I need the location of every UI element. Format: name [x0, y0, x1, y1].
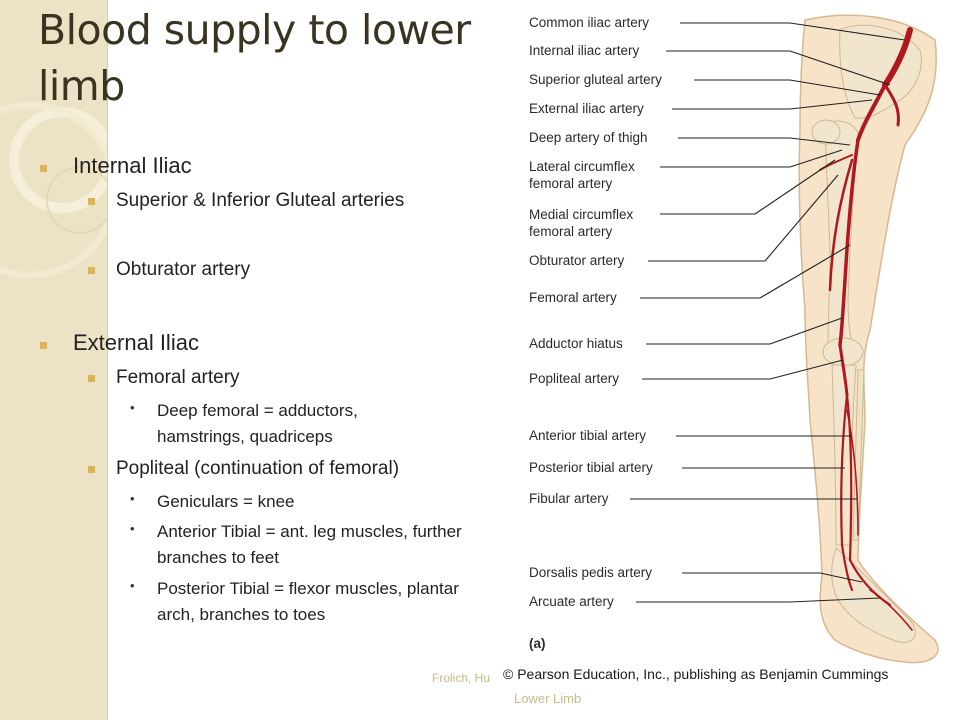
- femoral-head: [811, 119, 841, 145]
- bullet-posterior-tibial: Posterior Tibial = flexor muscles, plant…: [157, 579, 459, 624]
- bullet-dot: •: [130, 578, 135, 593]
- arcuate-vessel: [869, 589, 913, 631]
- footer-section: Lower Limb: [514, 691, 582, 706]
- decorative-circles-graphic: [0, 101, 107, 279]
- label-fibular: Fibular artery: [529, 491, 609, 506]
- pelvis-bone: [839, 24, 922, 119]
- label-adductor-hiatus: Adductor hiatus: [529, 336, 623, 351]
- artery-tree: [819, 27, 913, 631]
- posterior-tibial-vessel: [840, 393, 854, 592]
- bullet-dot: •: [130, 491, 135, 506]
- bullet-marker: [88, 198, 95, 205]
- label-dorsalis-pedis: Dorsalis pedis artery: [529, 565, 652, 580]
- footer-author: Frolich, Hu: [432, 671, 491, 685]
- popliteal-vessel: [838, 343, 849, 397]
- label-superior-gluteal: Superior gluteal artery: [529, 72, 662, 87]
- bullet-obturator-artery: Obturator artery: [116, 259, 251, 280]
- copyright-credit: © Pearson Education, Inc., publishing as…: [503, 666, 888, 682]
- bullet-geniculars: Geniculars = knee: [157, 492, 295, 511]
- label-popliteal: Popliteal artery: [529, 371, 619, 386]
- bullet-marker: [88, 267, 95, 274]
- bullet-popliteal: Popliteal (continuation of femoral): [116, 458, 400, 479]
- bullet-marker: [88, 466, 95, 473]
- label-posterior-tibial: Posterior tibial artery: [529, 460, 653, 475]
- bullet-deep-femoral: Deep femoral = adductors, hamstrings, qu…: [157, 401, 358, 446]
- label-internal-iliac: Internal iliac artery: [529, 43, 640, 58]
- bullet-marker: [88, 375, 95, 382]
- label-common-iliac: Common iliac artery: [529, 15, 649, 30]
- sidebar-divider: [107, 0, 108, 720]
- label-obturator: Obturator artery: [529, 253, 625, 268]
- label-anterior-tibial: Anterior tibial artery: [529, 428, 646, 443]
- leg-artery-figure: Common iliac artery Internal iliac arter…: [500, 0, 955, 690]
- bullet-gluteal-arteries: Superior & Inferior Gluteal arteries: [116, 190, 405, 211]
- bullet-marker: [40, 165, 47, 172]
- femur-bone: [824, 120, 859, 346]
- bullet-external-iliac: External Iliac: [73, 330, 199, 355]
- fibula-bone: [852, 369, 865, 541]
- fibular-vessel: [846, 409, 859, 536]
- femoral-vessel: [838, 138, 860, 347]
- bullet-dot: •: [130, 400, 135, 415]
- bullet-dot: •: [130, 521, 135, 536]
- bullet-internal-iliac: Internal Iliac: [73, 153, 192, 178]
- bullet-femoral-artery: Femoral artery: [116, 367, 240, 388]
- bullet-marker: [40, 342, 47, 349]
- label-arcuate: Arcuate artery: [529, 594, 614, 609]
- deep-femoral-vessel: [828, 158, 854, 292]
- decorative-sidebar: [0, 0, 107, 720]
- label-leader-lines: [630, 22, 906, 603]
- label-deep-artery-thigh: Deep artery of thigh: [529, 130, 648, 145]
- bullet-anterior-tibial: Anterior Tibial = ant. leg muscles, furt…: [157, 522, 462, 567]
- slide-title: Blood supply to lower limb: [38, 6, 471, 110]
- label-femoral: Femoral artery: [529, 290, 617, 305]
- panel-label: (a): [529, 636, 546, 651]
- leg-artery-diagram: Common iliac artery Internal iliac arter…: [503, 14, 939, 682]
- foot-bones: [831, 547, 916, 643]
- common-iliac-vessel: [882, 27, 913, 88]
- internal-iliac-vessel: [883, 83, 900, 127]
- external-iliac-vessel: [856, 83, 887, 142]
- label-external-iliac: External iliac artery: [529, 101, 644, 116]
